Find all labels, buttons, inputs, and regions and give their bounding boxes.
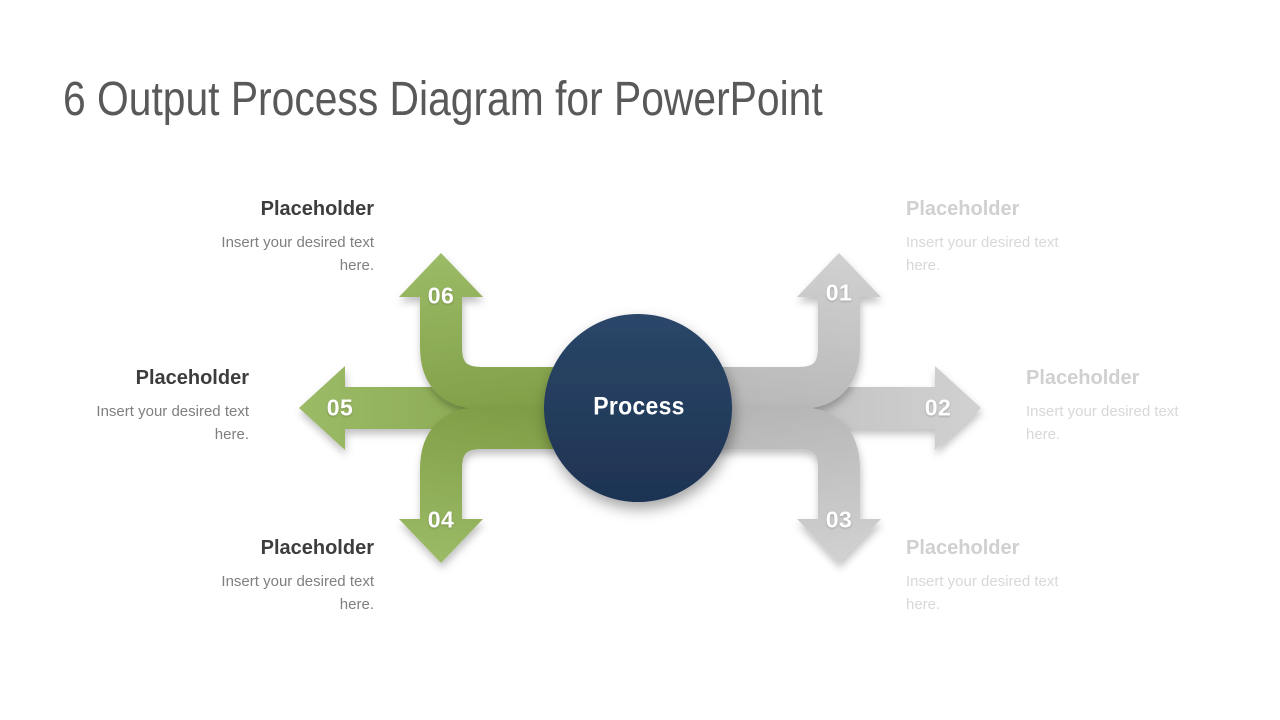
callout-heading: Placeholder [906,537,1020,559]
arrow-06-shaft [420,297,600,409]
callout-heading: Placeholder [135,367,249,389]
arrow-06-number: 06 [427,282,455,309]
callout-body: Insert your desired text here. [221,234,374,274]
arrow-04-down [399,407,600,563]
callout-heading: Placeholder [1026,367,1140,389]
process-label: Process [593,392,685,421]
arrow-03-head [797,519,881,563]
arrow-01-shaft [680,297,860,409]
process-circle [544,314,732,502]
arrow-01-number: 01 [825,279,853,306]
callout-output-02: Placeholder Insert your desired text her… [1026,365,1201,446]
slide-title: 6 Output Process Diagram for PowerPoint [63,73,823,127]
arrow-06-head [399,253,483,297]
arrow-06-up [399,253,600,409]
callout-heading: Placeholder [260,198,374,220]
callout-heading: Placeholder [906,198,1020,220]
callout-output-03: Placeholder Insert your desired text her… [906,535,1081,616]
callout-body: Insert your desired text here. [906,234,1059,274]
arrow-03-number: 03 [825,506,853,533]
process-circle-group [544,314,732,502]
arrow-04-shaft [420,407,600,519]
arrow-04-number: 04 [427,506,455,533]
arrow-01-up [680,253,881,409]
arrow-02-number: 02 [924,394,952,421]
callout-body: Insert your desired text here. [906,573,1059,613]
arrow-05-number: 05 [326,394,354,421]
callout-output-06: Placeholder Insert your desired text her… [199,196,374,277]
callout-output-05: Placeholder Insert your desired text her… [74,365,249,446]
callout-heading: Placeholder [260,537,374,559]
callout-body: Insert your desired text here. [221,573,374,613]
callout-output-04: Placeholder Insert your desired text her… [199,535,374,616]
callout-body: Insert your desired text here. [1026,403,1179,443]
callout-output-01: Placeholder Insert your desired text her… [906,196,1081,277]
arrow-01-head [797,253,881,297]
arrow-04-head [399,519,483,563]
arrow-03-shaft [680,407,860,519]
callout-body: Insert your desired text here. [96,403,249,443]
arrow-03-down [680,407,881,563]
